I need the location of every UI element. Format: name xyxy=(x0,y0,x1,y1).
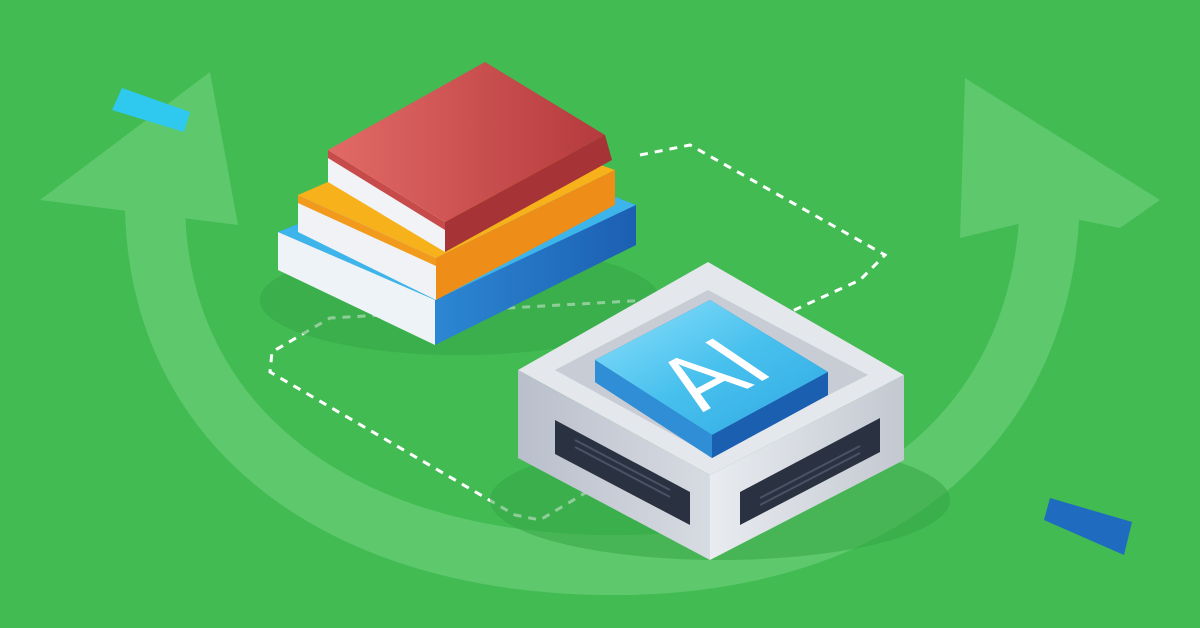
book-red xyxy=(328,62,612,252)
accent-dash-cyan xyxy=(112,88,190,132)
book-stack-icon xyxy=(278,62,636,345)
arrow-head-left xyxy=(40,72,238,225)
circular-arrow-icon xyxy=(40,72,1160,596)
accent-dash-blue xyxy=(1044,498,1132,555)
chip-block-top xyxy=(595,300,828,435)
ai-chip-icon: AI xyxy=(518,262,904,560)
arrow-head-right xyxy=(960,78,1160,238)
